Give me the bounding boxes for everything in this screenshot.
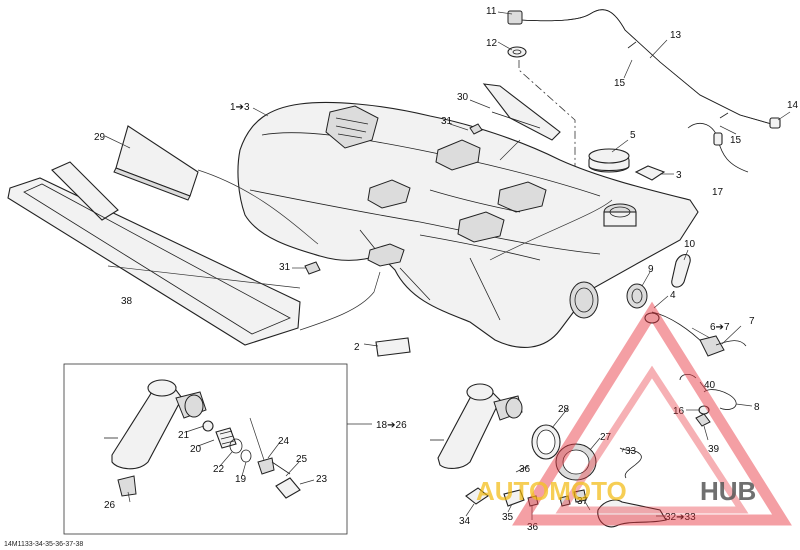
callout-26: 26 — [104, 500, 116, 511]
callout-20: 20 — [190, 444, 202, 455]
grommet-12 — [507, 46, 527, 58]
callout-31b: 31 — [279, 262, 291, 273]
decal-29 — [113, 125, 199, 201]
lock-ring-27 — [555, 443, 597, 481]
callout-17: 17 — [712, 187, 724, 198]
watermark-text-1: AUTOMOTO — [476, 476, 627, 506]
callout-29: 29 — [94, 132, 106, 143]
callout-34: 34 — [459, 516, 471, 527]
callout-13: 13 — [670, 30, 682, 41]
callout-40: 40 — [704, 380, 716, 391]
callout-15a: 15 — [614, 78, 626, 89]
callout-21: 21 — [178, 430, 190, 441]
callout-27: 27 — [600, 432, 612, 443]
watermark-triangle-icon — [512, 301, 792, 526]
callout-25: 25 — [296, 454, 308, 465]
callout-12: 12 — [486, 38, 498, 49]
callout-30: 30 — [457, 92, 469, 103]
callout-16: 16 — [673, 406, 685, 417]
callout-2: 2 — [354, 342, 360, 353]
callout-3: 3 — [676, 170, 682, 181]
dashdot-leader-12 — [518, 60, 576, 195]
callout-23: 23 — [316, 474, 328, 485]
callout-4: 4 — [670, 290, 676, 301]
callout-6-7: 6➔7 — [710, 322, 730, 333]
pad-2 — [375, 337, 411, 357]
callout-37: 37 — [577, 496, 589, 507]
leader-lines — [104, 11, 791, 520]
callout-22: 22 — [213, 464, 225, 475]
clip-31-left — [304, 261, 321, 275]
pump-exploded-inset — [104, 379, 301, 499]
callout-10: 10 — [684, 239, 696, 250]
callout-39: 39 — [708, 444, 720, 455]
connector-9 — [626, 283, 648, 309]
watermark-text-2: HUB — [700, 476, 756, 506]
callout-38: 38 — [121, 296, 133, 307]
fuel-hose-13 — [507, 9, 781, 129]
callout-labels: 11 12 13 15 14 15 17 1➔3 29 30 31 5 3 31… — [94, 6, 799, 533]
clip-31-top — [469, 123, 483, 135]
callout-28: 28 — [558, 404, 570, 415]
seal-28 — [531, 424, 561, 460]
fuel-cap-5 — [588, 148, 630, 173]
callout-8: 8 — [754, 402, 760, 413]
exploded-view-frame — [63, 363, 348, 535]
callout-32-33: 32➔33 — [665, 512, 696, 523]
callout-15b: 15 — [730, 135, 742, 146]
hoses-bottom — [465, 447, 667, 528]
callout-36b: 36 — [527, 522, 539, 533]
gasket-10 — [671, 253, 691, 288]
fuel-tank — [237, 101, 699, 348]
callout-36a: 36 — [519, 464, 531, 475]
pad-3 — [634, 165, 666, 181]
fuel-pump-18-26 — [430, 383, 523, 469]
decal-30 — [482, 83, 561, 141]
callout-33a: 33 — [625, 446, 637, 457]
callout-11: 11 — [486, 6, 497, 17]
watermark-logo: AUTOMOTO HUB — [476, 301, 792, 526]
callout-14: 14 — [787, 100, 799, 111]
vent-assembly — [644, 311, 747, 427]
callout-19: 19 — [235, 474, 247, 485]
callout-1-3: 1➔3 — [230, 102, 250, 113]
callout-35: 35 — [502, 512, 514, 523]
hose-17 — [687, 123, 749, 173]
callout-5: 5 — [630, 130, 636, 141]
reference-code: 14M1133-34-35-36-37-38 — [4, 541, 83, 548]
callout-24: 24 — [278, 436, 290, 447]
callout-9: 9 — [648, 264, 654, 275]
callout-31a: 31 — [441, 116, 453, 127]
callout-7: 7 — [749, 316, 755, 327]
callout-18-26: 18➔26 — [376, 420, 407, 431]
decal-38 — [7, 161, 301, 346]
